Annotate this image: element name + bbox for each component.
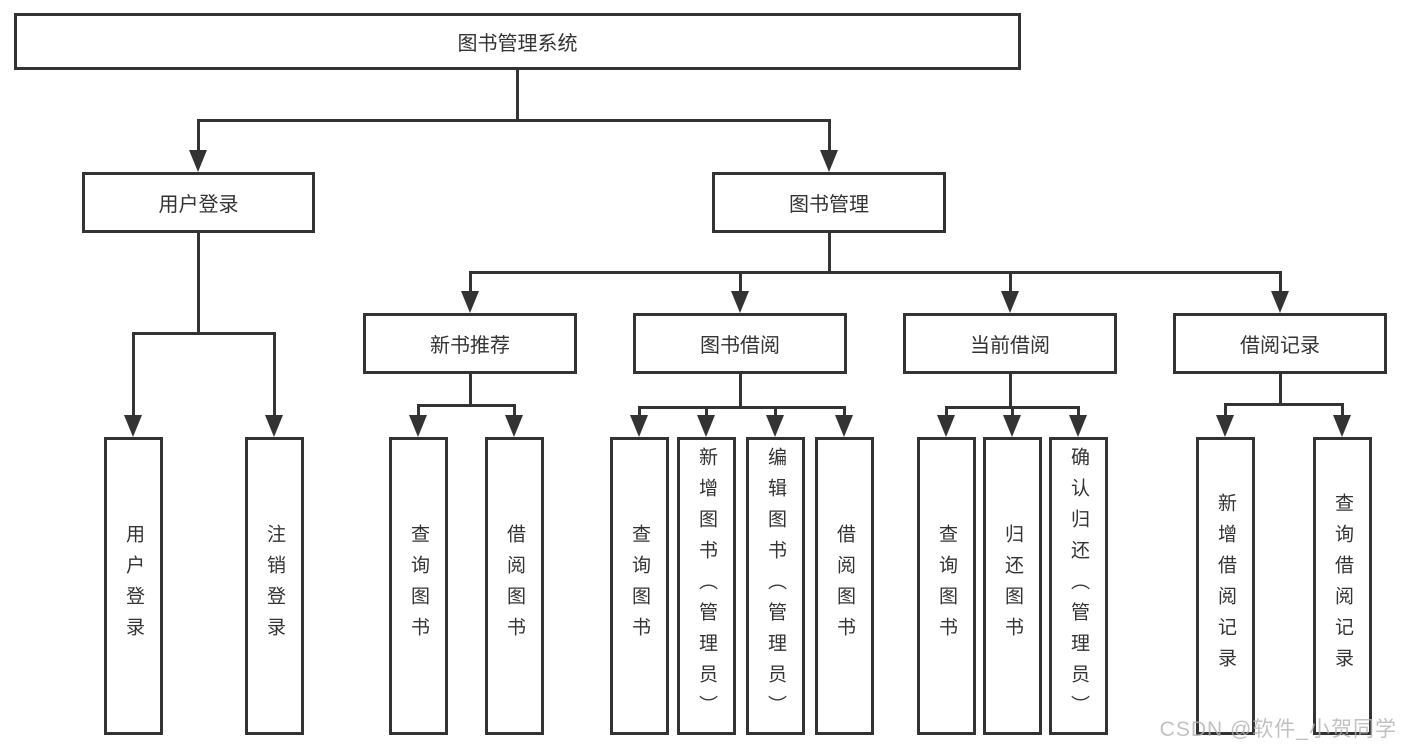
arrow-down-icon — [835, 415, 853, 437]
connector-line — [739, 374, 742, 409]
leaf-label: 注销登录 — [264, 524, 285, 648]
connector-line — [197, 233, 200, 335]
arrow-down-icon — [124, 415, 142, 437]
connector-line — [1077, 406, 1080, 418]
csdn-watermark: CSDN @软件_小贺同学 — [1159, 718, 1397, 741]
connector-line — [469, 271, 1282, 274]
arrow-down-icon — [630, 415, 648, 437]
node-user-login: 用户登录 — [82, 172, 315, 233]
leaf-label: 新增借阅记录 — [1215, 493, 1236, 679]
arrow-down-icon — [265, 415, 283, 437]
leaf-label: 借阅图书 — [834, 524, 855, 648]
connector-line — [1224, 403, 1344, 406]
connector-line — [739, 271, 742, 295]
node-new-book-recommendation: 新书推荐 — [363, 313, 577, 374]
connector-line — [132, 332, 135, 419]
leaf-label: 查询借阅记录 — [1332, 493, 1353, 679]
leaf-return-books: 归还图书 — [983, 437, 1042, 735]
connector-line — [417, 404, 516, 407]
leaf-label: 编辑图书（管理员） — [765, 446, 786, 726]
node-label: 图书管理系统 — [457, 33, 578, 55]
leaf-query-books-recommend: 查询图书 — [389, 437, 448, 735]
arrow-down-icon — [409, 415, 427, 437]
connector-line — [197, 119, 831, 122]
leaf-logout: 注销登录 — [245, 437, 304, 735]
leaf-label: 查询图书 — [936, 524, 957, 648]
connector-line — [469, 374, 472, 407]
node-label: 图书管理 — [789, 194, 869, 216]
arrow-down-icon — [1069, 415, 1087, 437]
leaf-borrow-books-recommend: 借阅图书 — [485, 437, 544, 735]
leaf-label: 归还图书 — [1002, 524, 1023, 648]
connector-line — [513, 404, 516, 418]
connector-line — [469, 271, 472, 295]
connector-line — [705, 406, 708, 418]
leaf-query-books-borrow: 查询图书 — [610, 437, 669, 735]
arrow-down-icon — [505, 415, 523, 437]
leaf-user-login: 用户登录 — [104, 437, 163, 735]
node-label: 用户登录 — [158, 194, 239, 216]
arrow-down-icon — [820, 150, 838, 172]
leaf-label: 确认归还（管理员） — [1068, 446, 1089, 726]
connector-line — [1011, 406, 1014, 418]
connector-line — [638, 406, 846, 409]
connector-line — [638, 406, 641, 418]
connector-line — [132, 332, 275, 335]
connector-line — [843, 406, 846, 418]
connector-line — [1009, 271, 1012, 295]
connector-line — [828, 233, 831, 274]
node-library-management-system: 图书管理系统 — [14, 13, 1021, 70]
node-label: 图书借阅 — [700, 335, 780, 357]
connector-line — [197, 119, 200, 155]
leaf-confirm-return-admin: 确认归还（管理员） — [1049, 437, 1108, 735]
node-current-borrowing: 当前借阅 — [903, 313, 1117, 374]
arrow-down-icon — [1003, 415, 1021, 437]
leaf-add-book-admin: 新增图书（管理员） — [677, 437, 736, 735]
arrow-down-icon — [461, 291, 479, 313]
connector-line — [273, 332, 276, 419]
leaf-query-books-current: 查询图书 — [917, 437, 976, 735]
leaf-edit-book-admin: 编辑图书（管理员） — [746, 437, 805, 735]
arrow-down-icon — [189, 150, 207, 172]
leaf-add-borrow-record: 新增借阅记录 — [1196, 437, 1255, 735]
connector-line — [1279, 374, 1282, 406]
connector-line — [516, 70, 519, 122]
arrow-down-icon — [1333, 415, 1351, 437]
arrow-down-icon — [766, 415, 784, 437]
connector-line — [774, 406, 777, 418]
leaf-label: 借阅图书 — [504, 524, 525, 648]
node-borrowing-records: 借阅记录 — [1173, 313, 1387, 374]
node-label: 当前借阅 — [970, 335, 1050, 357]
node-label: 新书推荐 — [430, 335, 510, 357]
arrow-down-icon — [937, 415, 955, 437]
connector-line — [828, 119, 831, 155]
leaf-label: 查询图书 — [629, 524, 650, 648]
leaf-label: 用户登录 — [123, 524, 144, 648]
connector-line — [945, 406, 948, 418]
node-label: 借阅记录 — [1240, 335, 1320, 357]
leaf-label: 查询图书 — [408, 524, 429, 648]
leaf-borrow-books: 借阅图书 — [815, 437, 874, 735]
arrow-down-icon — [731, 291, 749, 313]
arrow-down-icon — [1216, 415, 1234, 437]
arrow-down-icon — [1271, 291, 1289, 313]
node-book-management: 图书管理 — [712, 172, 946, 233]
node-book-borrowing: 图书借阅 — [633, 313, 847, 374]
connector-line — [417, 404, 420, 418]
connector-line — [1224, 403, 1227, 418]
connector-line — [1279, 271, 1282, 295]
arrow-down-icon — [697, 415, 715, 437]
leaf-label: 新增图书（管理员） — [696, 446, 717, 726]
connector-line — [1341, 403, 1344, 418]
arrow-down-icon — [1001, 291, 1019, 313]
leaf-query-borrow-record: 查询借阅记录 — [1313, 437, 1372, 735]
connector-line — [1009, 374, 1012, 409]
